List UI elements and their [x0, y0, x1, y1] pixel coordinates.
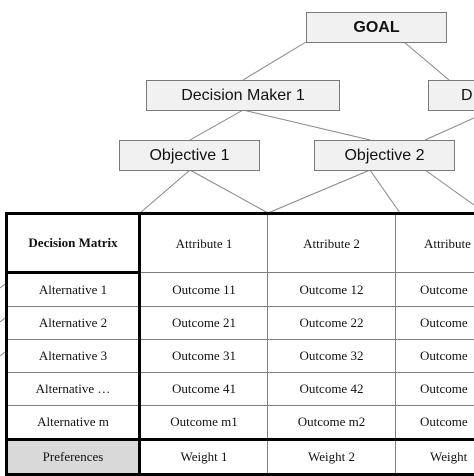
- weight-cell: Weight 2: [268, 440, 396, 475]
- alternative-row: Alternative … Outcome 41 Outcome 42 Outc…: [7, 373, 474, 406]
- preferences-row: Preferences Weight 1 Weight 2 Weight: [7, 440, 474, 475]
- alternative-label: Alternative 1: [7, 273, 140, 307]
- weight-cell: Weight: [396, 440, 474, 475]
- outcome-cell: Outcome 11: [140, 273, 268, 307]
- outcome-cell: Outcome m2: [268, 406, 396, 440]
- matrix-header-row: Decision Matrix Attribute 1 Attribute 2 …: [7, 214, 474, 273]
- outcome-cell: Outcome 41: [140, 373, 268, 406]
- goal-node: GOAL: [306, 12, 447, 43]
- link-obj2-attr2: [268, 170, 370, 213]
- alternative-label: Alternative m: [7, 406, 140, 440]
- objective-1-node: Objective 1: [119, 140, 260, 171]
- alternative-row: Alternative 1 Outcome 11 Outcome 12 Outc…: [7, 273, 474, 307]
- objective-2-node: Objective 2: [314, 140, 455, 171]
- outcome-cell: Outcome: [396, 373, 474, 406]
- outcome-cell: Outcome 31: [140, 340, 268, 373]
- link-obj1-attr1: [140, 170, 190, 213]
- link-obj1-attr2: [190, 170, 268, 213]
- link-obj2-attr3: [370, 170, 400, 213]
- outcome-cell: Outcome: [396, 307, 474, 340]
- alternative-label: Alternative 3: [7, 340, 140, 373]
- link-goal-dm1: [243, 42, 306, 80]
- alternative-label: Alternative 2: [7, 307, 140, 340]
- outcome-cell: Outcome 21: [140, 307, 268, 340]
- outcome-cell: Outcome 42: [268, 373, 396, 406]
- decision-maker-1-node: Decision Maker 1: [146, 80, 340, 111]
- outcome-cell: Outcome: [396, 406, 474, 440]
- outcome-cell: Outcome: [396, 340, 474, 373]
- outcome-cell: Outcome 12: [268, 273, 396, 307]
- alternative-row: Alternative 3 Outcome 31 Outcome 32 Outc…: [7, 340, 474, 373]
- matrix-corner-label: Decision Matrix: [7, 214, 140, 273]
- weight-cell: Weight 1: [140, 440, 268, 475]
- link-obj2-offscreen: [425, 170, 474, 205]
- alternative-row: Alternative 2 Outcome 21 Outcome 22 Outc…: [7, 307, 474, 340]
- preferences-label: Preferences: [7, 440, 140, 475]
- attribute-header: Attribute 1: [140, 214, 268, 273]
- outcome-cell: Outcome 32: [268, 340, 396, 373]
- attribute-header: Attribute: [396, 214, 474, 273]
- outcome-cell: Outcome 22: [268, 307, 396, 340]
- outcome-cell: Outcome m1: [140, 406, 268, 440]
- alternative-row: Alternative m Outcome m1 Outcome m2 Outc…: [7, 406, 474, 440]
- link-dm2-obj2: [425, 118, 474, 140]
- link-dm1-obj1: [190, 110, 243, 140]
- alternative-label: Alternative …: [7, 373, 140, 406]
- decision-matrix-table: Decision Matrix Attribute 1 Attribute 2 …: [5, 212, 474, 476]
- decision-maker-2-node: D: [428, 80, 474, 111]
- outcome-cell: Outcome: [396, 273, 474, 307]
- attribute-header: Attribute 2: [268, 214, 396, 273]
- link-dm1-obj2: [243, 110, 370, 140]
- link-goal-dm2: [404, 42, 449, 80]
